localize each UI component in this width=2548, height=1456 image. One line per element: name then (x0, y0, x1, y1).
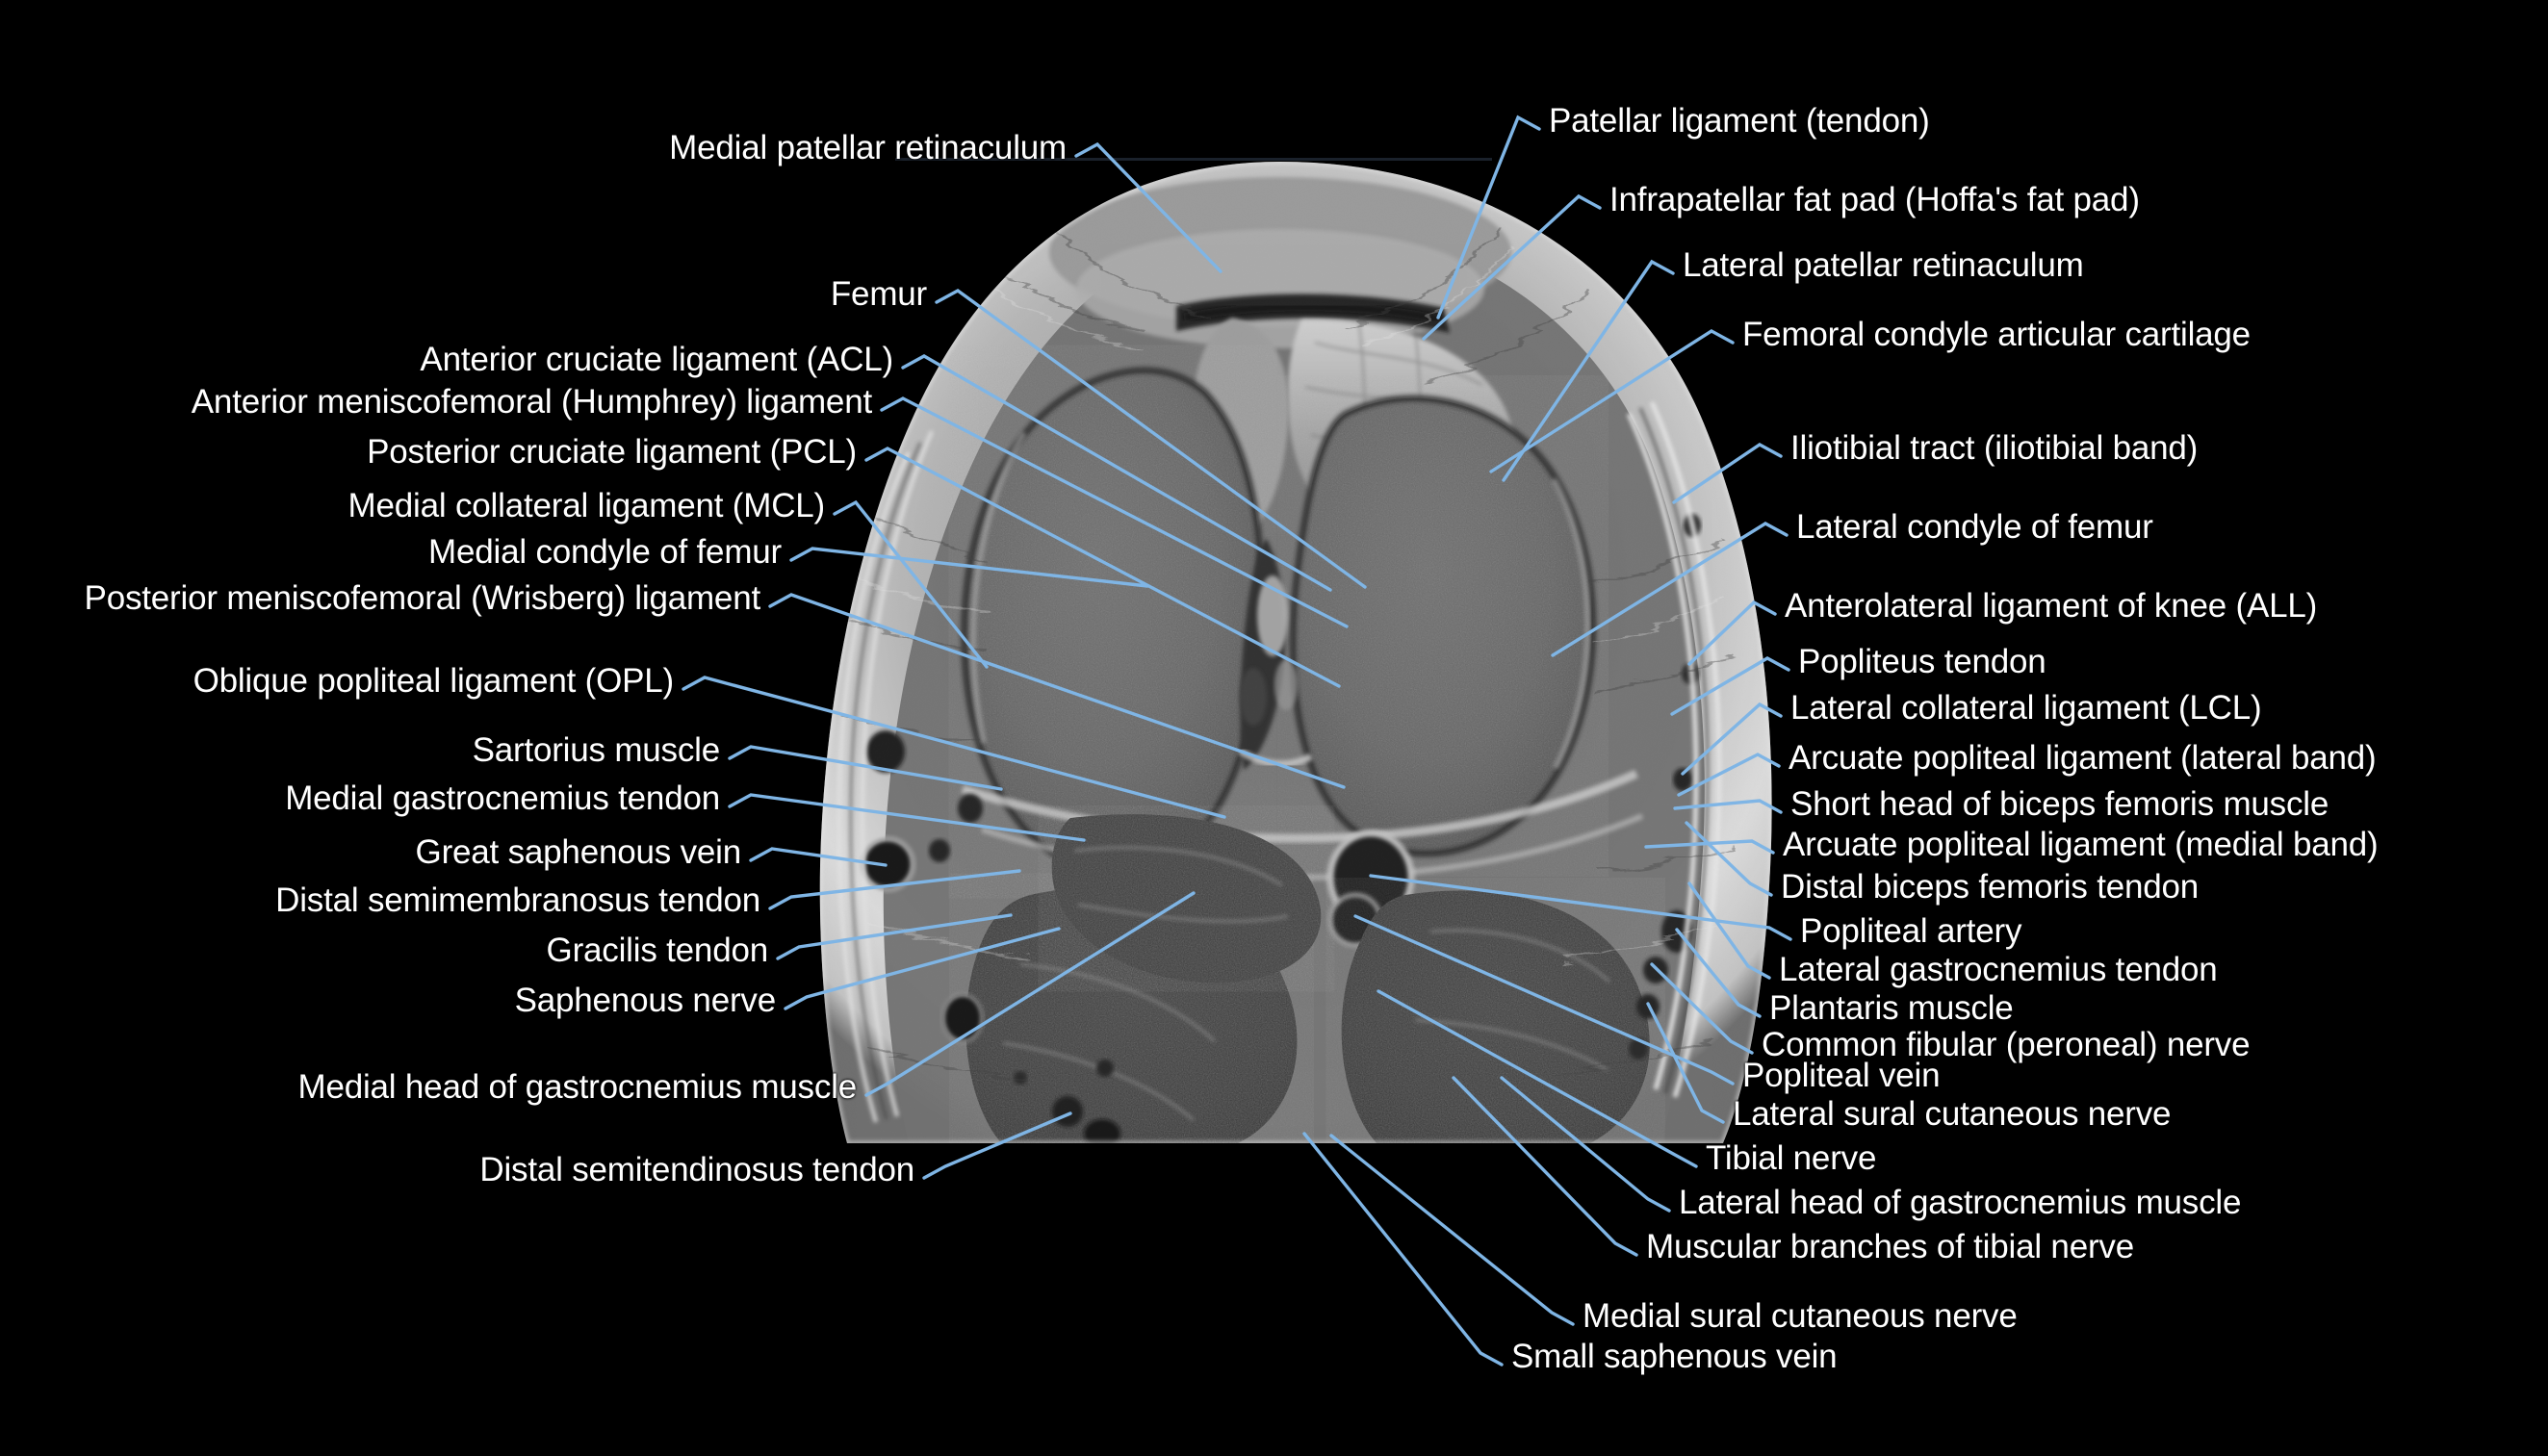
anatomy-label: Oblique popliteal ligament (OPL) (193, 662, 675, 700)
anatomy-label: Plantaris muscle (1769, 989, 2014, 1027)
anatomy-label: Posterior cruciate ligament (PCL) (367, 433, 857, 471)
anatomy-label: Sartorius muscle (472, 731, 721, 769)
anatomy-label: Distal semitendinosus tendon (479, 1151, 914, 1188)
anatomy-label: Femoral condyle articular cartilage (1742, 316, 2251, 353)
anatomy-label: Distal biceps femoris tendon (1781, 868, 2200, 906)
anatomy-label: Arcuate popliteal ligament (medial band) (1783, 826, 2379, 863)
anatomy-label: Lateral patellar retinaculum (1683, 246, 2084, 284)
anatomy-label: Femur (830, 275, 927, 313)
anatomy-label: Common fibular (peroneal) nerve (1762, 1026, 2251, 1063)
anatomy-label: Iliotibial tract (iliotibial band) (1790, 429, 2199, 467)
anatomy-label: Arcuate popliteal ligament (lateral band… (1789, 739, 2377, 777)
anatomy-label: Muscular branches of tibial nerve (1646, 1228, 2134, 1265)
anatomy-label: Medial sural cutaneous nerve (1583, 1297, 2018, 1335)
anatomy-label: Short head of biceps femoris muscle (1790, 785, 2329, 823)
anatomy-label: Lateral condyle of femur (1796, 508, 2153, 546)
anatomy-label: Anterior cruciate ligament (ACL) (420, 341, 893, 378)
anatomy-label: Tibial nerve (1706, 1139, 1877, 1177)
anatomy-label: Anterior meniscofemoral (Humphrey) ligam… (191, 383, 872, 421)
anatomy-label: Saphenous nerve (514, 982, 777, 1019)
anatomy-label: Popliteus tendon (1798, 643, 2046, 680)
anatomy-label: Popliteal vein (1742, 1057, 1941, 1094)
anatomy-label: Lateral collateral ligament (LCL) (1790, 689, 2262, 727)
anatomy-label: Medial collateral ligament (MCL) (347, 487, 826, 524)
anatomy-label: Patellar ligament (tendon) (1549, 102, 1930, 140)
anatomy-label: Great saphenous vein (415, 833, 742, 871)
anatomy-label: Popliteal artery (1800, 912, 2022, 950)
anatomy-label: Distal semimembranosus tendon (275, 881, 760, 919)
anatomy-label: Gracilis tendon (546, 932, 769, 969)
anatomy-label: Medial condyle of femur (428, 533, 782, 571)
anatomy-label: Lateral gastrocnemius tendon (1779, 951, 2218, 988)
anatomy-label: Anterolateral ligament of knee (ALL) (1785, 587, 2318, 625)
anatomy-label: Infrapatellar fat pad (Hoffa's fat pad) (1609, 181, 2140, 218)
anatomy-label: Lateral head of gastrocnemius muscle (1679, 1184, 2242, 1221)
anatomy-label: Medial patellar retinaculum (669, 129, 1067, 166)
anatomy-label: Lateral sural cutaneous nerve (1733, 1095, 2172, 1133)
anatomy-label: Medial gastrocnemius tendon (285, 779, 720, 817)
anatomy-label: Posterior meniscofemoral (Wrisberg) liga… (84, 579, 761, 617)
anatomy-label: Small saphenous vein (1511, 1338, 1838, 1375)
anatomy-label: Medial head of gastrocnemius muscle (297, 1068, 857, 1106)
